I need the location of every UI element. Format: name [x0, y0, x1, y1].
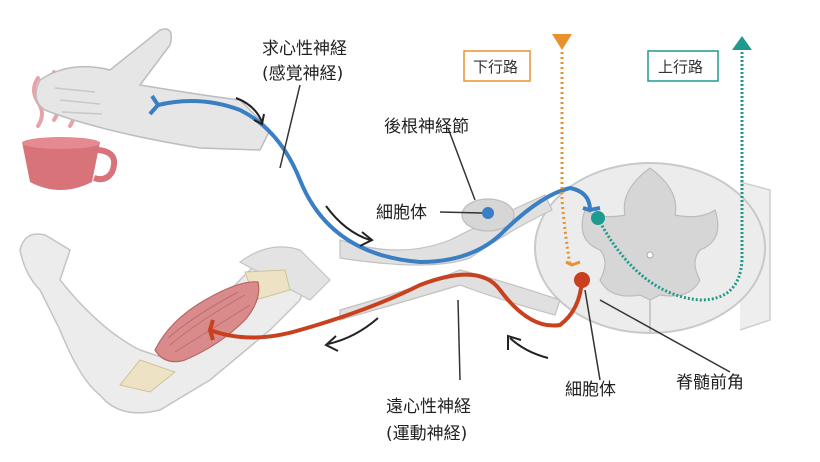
descending-tract-box: [463, 50, 531, 82]
descending-tract-label: 下行路: [473, 58, 518, 76]
sensory-cell-body-label: 細胞体: [376, 203, 427, 223]
sensory-nerve: [148, 94, 601, 265]
direction-arrow-icon: [507, 334, 549, 359]
dorsal-root-ganglion-label: 後根神経節: [384, 117, 469, 137]
ascending-tract-box: [647, 50, 719, 82]
descending-tract: [552, 34, 581, 267]
direction-arrow-icon: [235, 97, 265, 126]
arm-illustration: [19, 233, 331, 414]
direction-arrow-icon: [324, 317, 379, 352]
afferent-nerve-sublabel: (感覚神経): [262, 64, 343, 84]
biceps-muscle: [154, 281, 260, 363]
leader-lines: [279, 84, 731, 381]
ascending-cell-body: [591, 211, 605, 225]
motor-cell-body-label: 細胞体: [565, 380, 616, 400]
sensory-cell-body: [482, 207, 494, 219]
efferent-nerve-label: 遠心性神経: [386, 397, 471, 417]
spinal-cord-section: [534, 162, 771, 334]
nerve-root-sheaths: [339, 194, 561, 321]
anterior-horn-label: 脊髄前角: [676, 373, 744, 393]
direction-arrow-icon: [325, 205, 374, 247]
motor-nerve: [207, 272, 584, 341]
hand-illustration: [35, 28, 271, 151]
ascending-tract-label: 上行路: [658, 58, 703, 76]
motor-cell-body: [574, 272, 590, 288]
efferent-nerve-sublabel: (運動神経): [386, 424, 467, 444]
afferent-nerve-label: 求心性神経: [262, 39, 347, 59]
ascending-tract: [598, 36, 752, 302]
